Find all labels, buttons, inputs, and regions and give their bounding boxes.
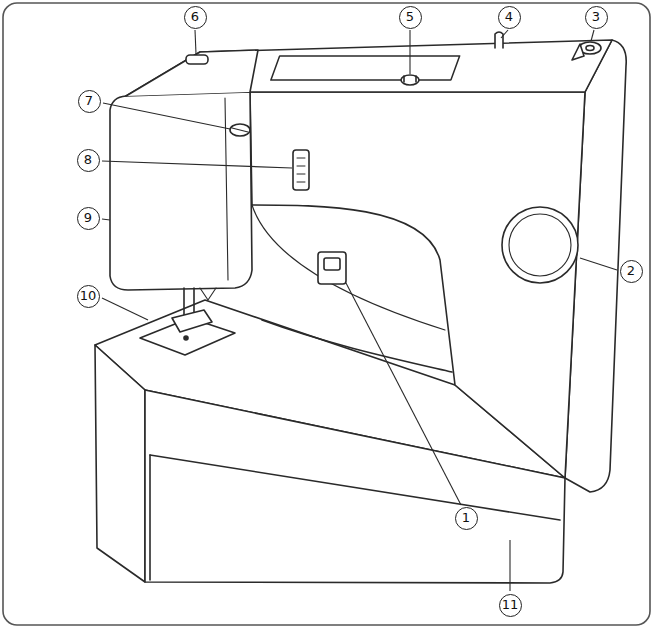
head-edge [225,98,228,280]
handwheel [502,207,578,283]
top-cover [271,56,460,80]
callout-number: 8 [77,149,100,172]
accessory-box-edge [149,455,151,580]
callout-number: 5 [399,6,422,29]
callout-number: 2 [620,260,643,283]
leader-lines [102,30,617,591]
callout-number: 6 [184,6,207,29]
head-top [126,50,258,96]
callout-number: 10 [77,285,100,308]
stitch-selector [293,150,309,190]
needle-hole [184,336,188,340]
presser-foot [172,310,212,332]
arm-shadow-line [262,320,452,372]
thread-guide-top [401,75,419,85]
reverse-lever [318,252,346,284]
callout-number: 7 [78,90,101,113]
frame [3,3,650,625]
head-cover [110,92,252,290]
bobbin-winder-pin [495,32,503,48]
callout-number: 9 [77,207,100,230]
thread-tension-dial [230,124,250,136]
callout-number: 4 [498,6,521,29]
top-surface [126,40,612,96]
accessory-box-edge [150,455,560,520]
callout-number: 1 [455,507,478,530]
bed-left-face [95,345,145,582]
callout-number: 3 [585,6,608,29]
callout-number: 11 [499,594,522,617]
thread-guide-lower [200,288,216,300]
arm-inner-curve [252,205,445,330]
thread-guide [186,55,208,64]
